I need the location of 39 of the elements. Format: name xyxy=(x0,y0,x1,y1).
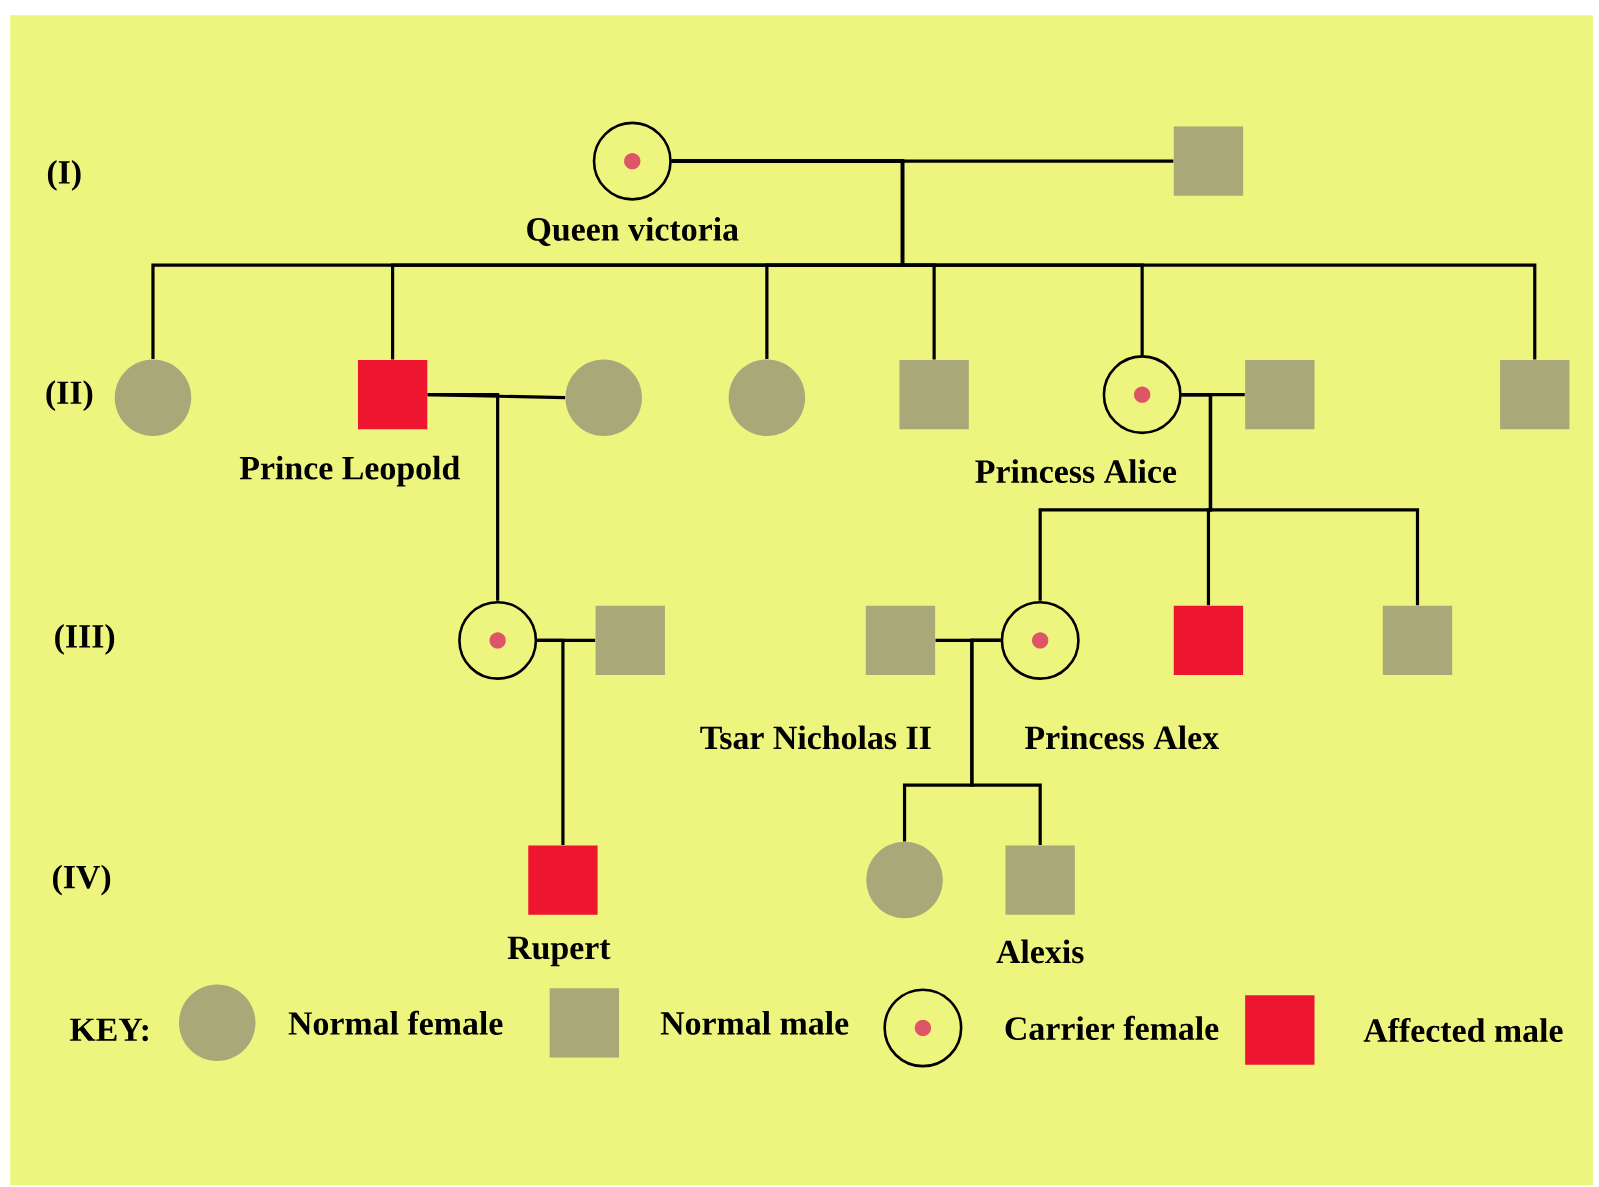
person-name: Rupert xyxy=(507,936,611,967)
person-name: Tsar Nicholas II xyxy=(700,725,931,750)
person-name: Alexis xyxy=(996,939,1084,964)
female-symbol xyxy=(114,359,192,436)
carrier-female-symbol xyxy=(592,121,672,201)
male-symbol xyxy=(1005,845,1075,915)
female-symbol xyxy=(866,841,943,919)
key-heading: KEY: xyxy=(69,1018,148,1042)
male-symbol xyxy=(1173,126,1244,196)
carrier-female-symbol xyxy=(1102,355,1182,435)
generation-label: (I) xyxy=(47,160,81,191)
generation-label: (IV) xyxy=(53,864,111,896)
male-symbol xyxy=(1382,605,1453,676)
descent-line xyxy=(970,638,1042,845)
person-name: Queen victoria xyxy=(527,217,739,246)
descent-line xyxy=(1181,393,1420,606)
person-name: Princess Alice xyxy=(975,459,1177,484)
male-symbol xyxy=(899,360,969,430)
legend-text: Carrier female xyxy=(1005,1015,1219,1041)
legend-text: Normal female xyxy=(288,1010,503,1035)
affected-male-symbol xyxy=(1173,605,1244,676)
legend-text: Affected male xyxy=(1363,1017,1563,1043)
person-name: Princess Alex xyxy=(1025,725,1219,750)
male-symbol xyxy=(1245,360,1315,430)
descent-line xyxy=(671,159,1537,360)
male-symbol xyxy=(865,605,936,676)
female-symbol xyxy=(565,359,642,436)
male-symbol xyxy=(1500,360,1570,430)
person-name: Prince Leopold xyxy=(239,455,460,487)
descent-line xyxy=(537,638,565,845)
descent-line xyxy=(427,393,500,601)
affected-male-symbol xyxy=(357,360,428,430)
male-symbol xyxy=(595,605,665,676)
carrier-female-symbol xyxy=(458,600,538,680)
female-symbol xyxy=(728,359,806,436)
carrier-female-symbol xyxy=(1000,600,1080,680)
legend-text: Normal male xyxy=(660,1010,849,1035)
generation-label: (III) xyxy=(55,624,115,655)
affected-male-symbol xyxy=(528,845,598,915)
